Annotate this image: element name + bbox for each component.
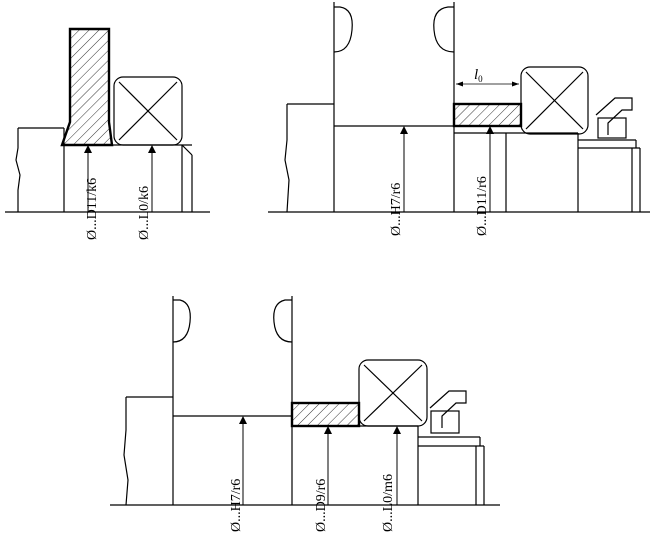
- fit-label-sleeve-b: Ø...D11/r6: [475, 176, 490, 236]
- bearing-c: [358, 359, 428, 427]
- diagram-a: [5, 27, 210, 213]
- fit-label-gear-c: Ø...H7/r6: [229, 479, 244, 532]
- bearing-b: [520, 66, 589, 135]
- shaft: [284, 103, 579, 213]
- gear-hub: [333, 2, 455, 126]
- sleeve-a: [60, 27, 114, 147]
- seal-b: [578, 97, 641, 212]
- seal-c: [417, 390, 485, 505]
- diagram-c: [110, 296, 500, 506]
- fit-label-bearing-a: Ø...L0/k6: [137, 186, 152, 240]
- bearing-a: [113, 76, 183, 146]
- dimension-label-l0: l0: [474, 67, 483, 84]
- sleeve-c: [290, 401, 361, 428]
- diagram-b: [268, 2, 650, 213]
- sleeve-b: [452, 102, 523, 128]
- gear-hub: [172, 296, 293, 416]
- fit-label-bearing-c: Ø...L0/m6: [381, 474, 396, 532]
- fit-label-sleeve-a: Ø...D11/k6: [85, 178, 100, 240]
- fit-label-sleeve-c: Ø...D9/r6: [314, 479, 329, 532]
- shaft: [123, 396, 418, 506]
- fit-label-gear-b: Ø...H7/r6: [389, 183, 404, 236]
